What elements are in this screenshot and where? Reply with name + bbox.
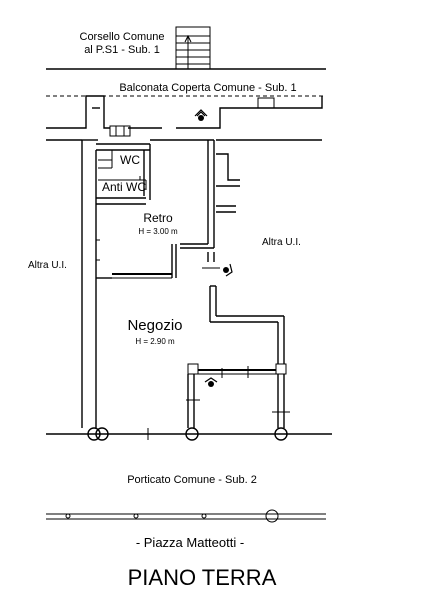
altra-ui-right-label: Altra U.I.	[262, 237, 301, 248]
piazza-street-line	[46, 509, 326, 523]
retro-room-name: Retro	[143, 211, 173, 225]
arcade-line	[46, 427, 332, 441]
left-wall	[81, 139, 98, 428]
shop-front-wall	[186, 363, 290, 428]
anti-wc-label: Anti WC	[102, 180, 146, 194]
floor-title: PIANO TERRA	[128, 565, 277, 590]
corsello-label-line2: al P.S1 - Sub. 1	[84, 44, 160, 56]
stair-symbol	[175, 26, 211, 70]
porticato-label: Porticato Comune - Sub. 2	[127, 474, 257, 486]
negozio-room-name: Negozio	[127, 317, 182, 334]
fan-symbol-front	[204, 377, 218, 387]
altra-ui-left-label: Altra U.I.	[28, 260, 67, 271]
corsello-label-line1: Corsello Comune	[80, 31, 165, 43]
shop-right-wall	[202, 252, 285, 364]
fan-symbol-top	[194, 109, 208, 121]
wc-column	[109, 125, 131, 137]
fan-symbol-right	[223, 263, 233, 277]
negozio-room-height: H = 2.90 m	[135, 337, 175, 346]
balcony-structure	[46, 95, 323, 141]
piazza-label: - Piazza Matteotti -	[136, 535, 244, 550]
right-side-walls	[216, 153, 240, 213]
retro-walls	[96, 139, 215, 279]
balconata-label: Balconata Coperta Comune - Sub. 1	[119, 82, 296, 94]
retro-room-height: H = 3.00 m	[138, 227, 178, 236]
wc-label: WC	[120, 153, 140, 167]
